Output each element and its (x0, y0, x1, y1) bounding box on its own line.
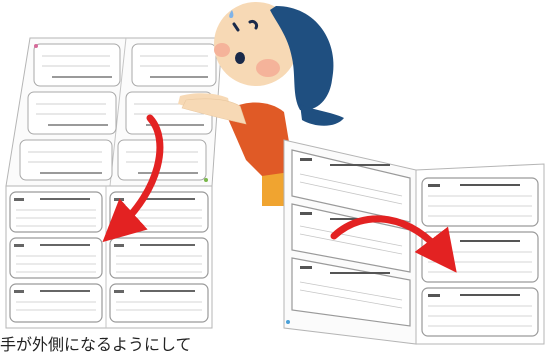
unfolded-sheet-right (283, 139, 545, 345)
child-character (178, 2, 344, 206)
instruction-caption: 手が外側になるようにして (0, 335, 192, 354)
folding-arrow-icon (102, 114, 164, 243)
folding-arrow-icon (330, 215, 457, 273)
folded-sheet-left (5, 37, 223, 329)
